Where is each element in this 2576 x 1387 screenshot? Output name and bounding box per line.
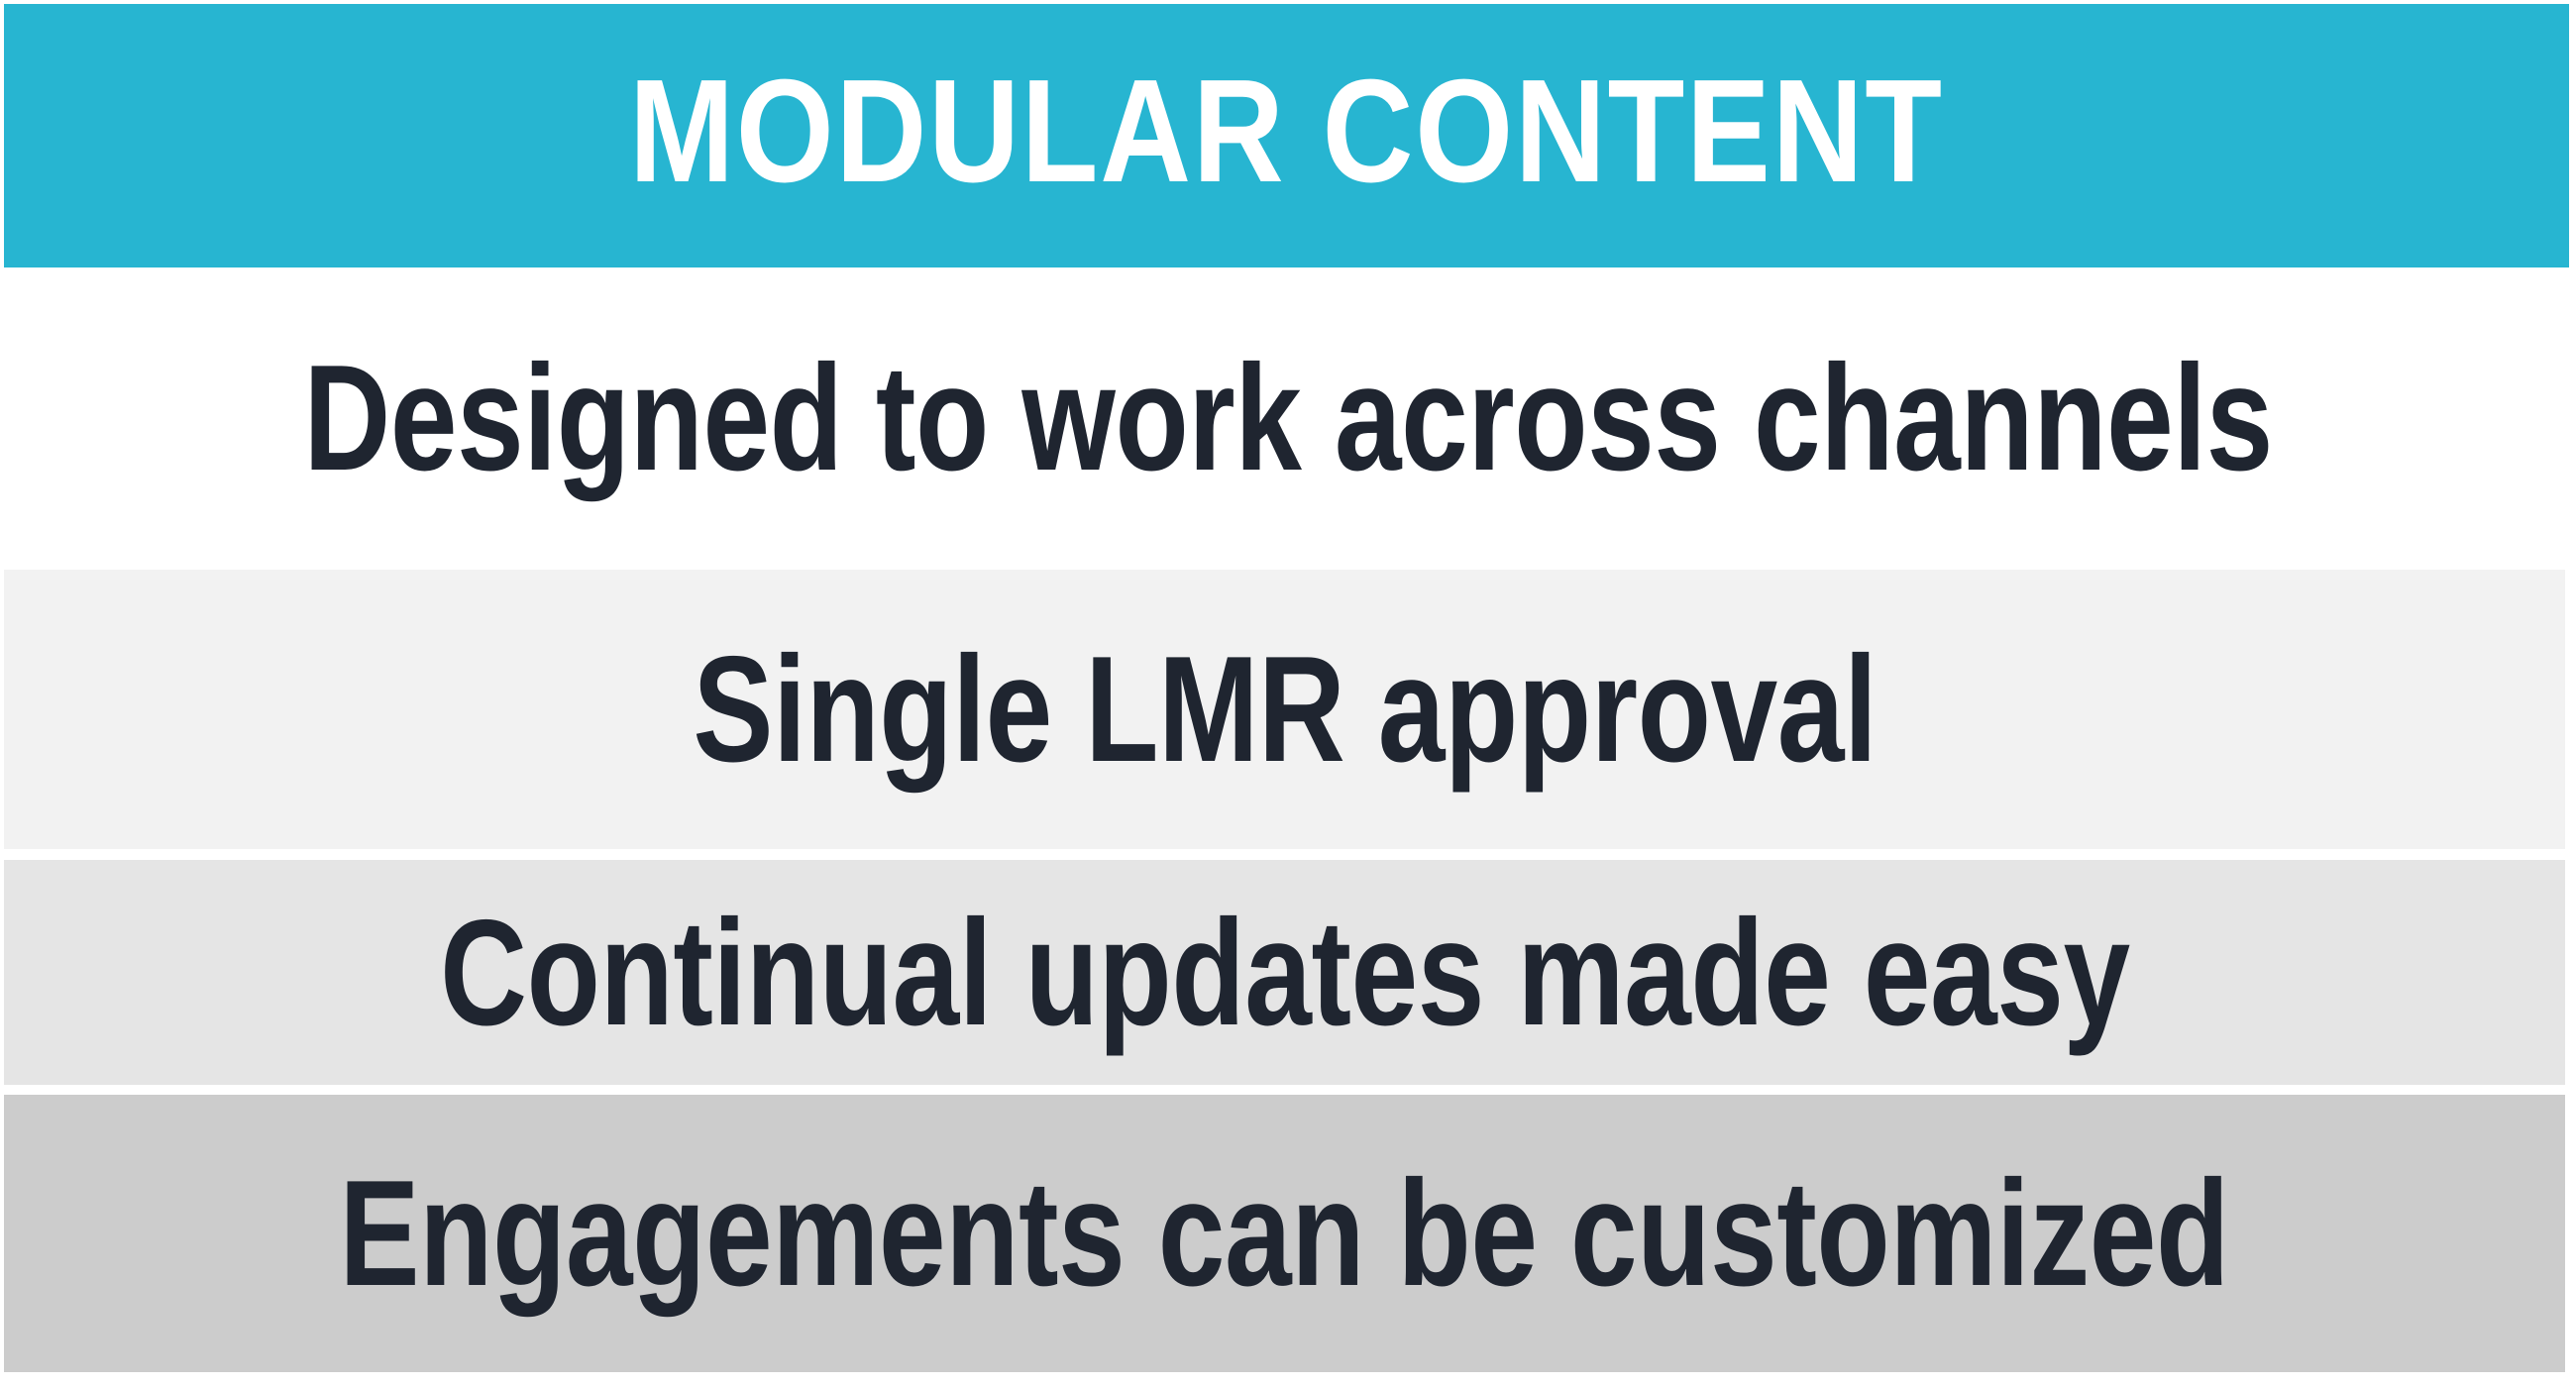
benefit-row-1: Designed to work across channels (0, 269, 2576, 567)
benefit-row-2: Single LMR approval (4, 570, 2565, 849)
benefit-row-2-label: Single LMR approval (692, 625, 1878, 794)
page-title: MODULAR CONTENT (629, 50, 1944, 213)
benefit-row-3: Continual updates made easy (4, 860, 2565, 1085)
header-band: MODULAR CONTENT (4, 4, 2569, 267)
benefit-row-3-label: Continual updates made easy (439, 888, 2130, 1057)
benefit-row-1-label: Designed to work across channels (303, 334, 2273, 502)
benefit-row-4: Engagements can be customized (4, 1095, 2565, 1372)
benefit-row-4-label: Engagements can be customized (339, 1149, 2230, 1318)
